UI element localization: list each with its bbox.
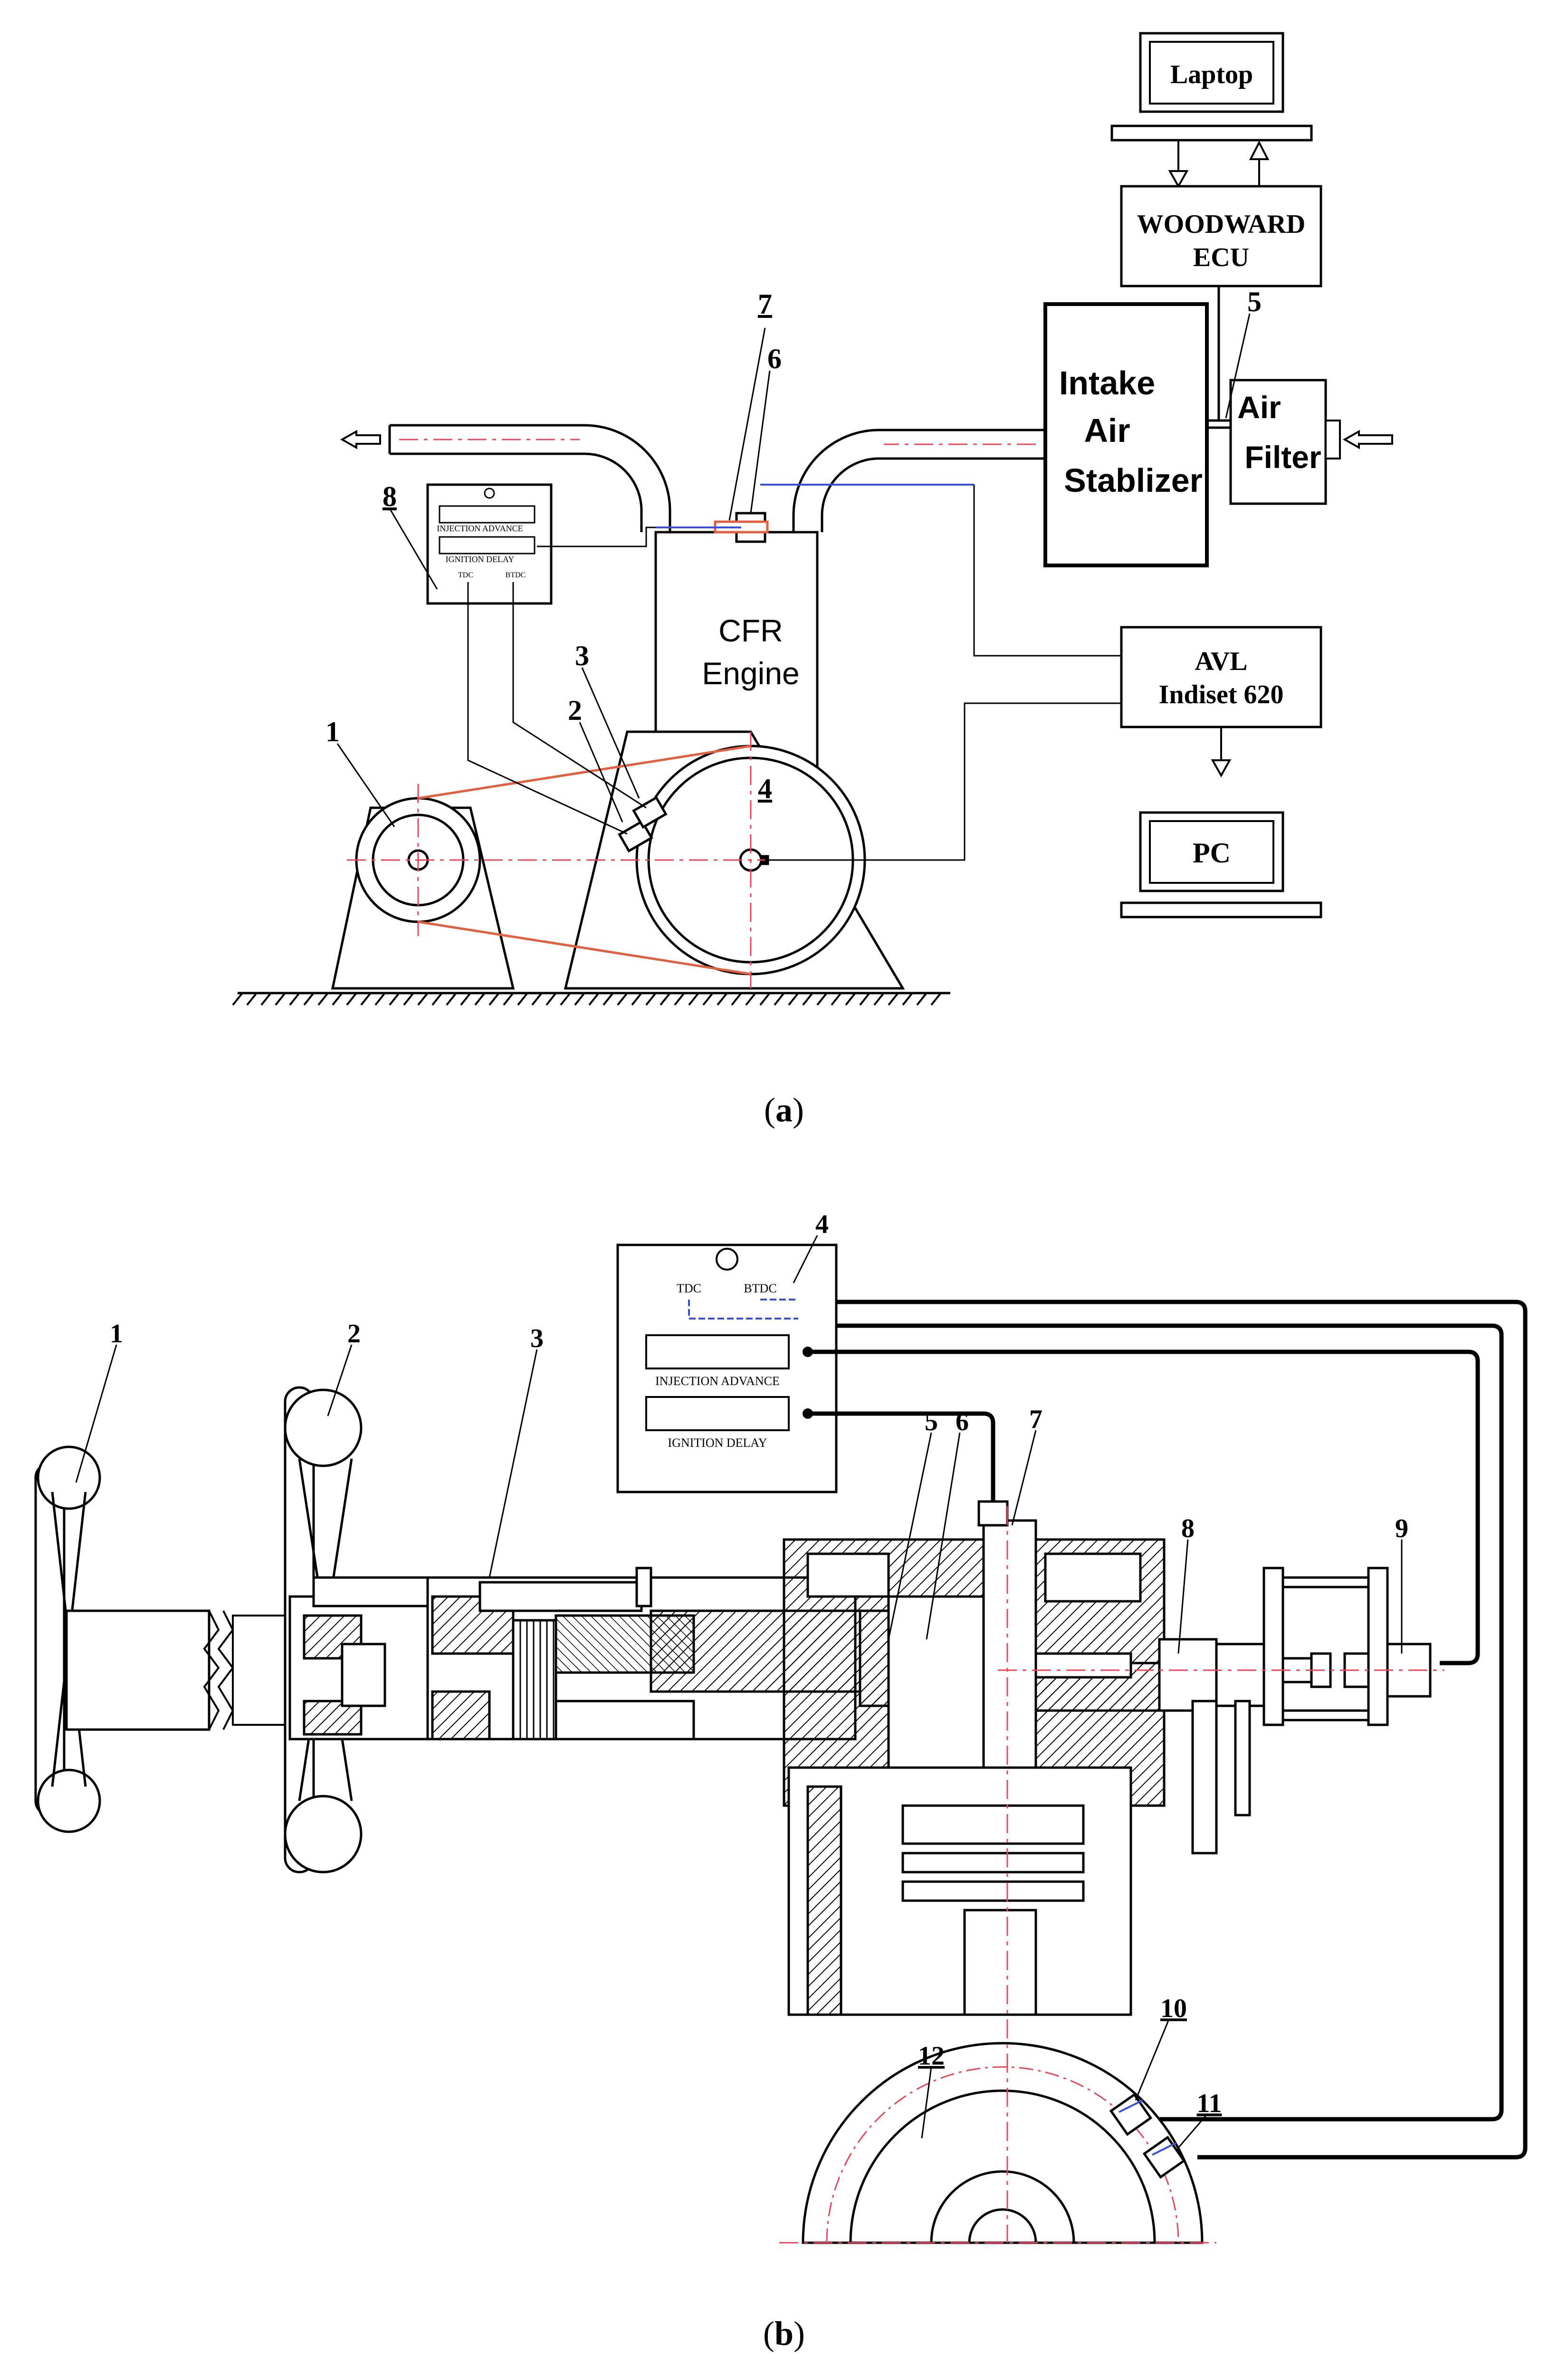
panel-a-btdc: BTDC (506, 571, 526, 579)
intake-label-line3: Stablizer (1064, 462, 1203, 499)
label-b-6: 6 (956, 1407, 969, 1436)
flywheel-12 (802, 2042, 1204, 2244)
label-b-9: 9 (1395, 1514, 1408, 1543)
injection-display-panel-a: INJECTION ADVANCE IGNITION DELAY TDC BTD… (426, 483, 553, 605)
label-b-2: 2 (347, 1319, 361, 1349)
intake-air-stabilizer-box: Intake Air Stablizer (1043, 302, 1209, 567)
label-b-3: 3 (530, 1324, 544, 1353)
label-b-7: 7 (1029, 1405, 1042, 1434)
caption-b: (b) (763, 2315, 805, 2353)
avl-label-line1: AVL (1195, 647, 1247, 676)
signal-wires-b (813, 1300, 1528, 2160)
caption-a: (a) (764, 1091, 804, 1129)
engine-label-line1: CFR (718, 613, 783, 648)
ecu-label-line1: WOODWARD (1137, 210, 1306, 239)
piston-cylinder (787, 1766, 1132, 2016)
engine-label-line2: Engine (702, 656, 800, 691)
woodward-ecu-box: WOODWARD ECU (1120, 185, 1322, 287)
center-lines-a (347, 732, 879, 988)
shaft-break (203, 1610, 291, 1730)
panel-b-text2: IGNITION DELAY (668, 1436, 767, 1450)
tdc-sensors-b (1109, 2093, 1186, 2179)
sensor-5-connector (1207, 286, 1231, 429)
motor-pulley (331, 797, 515, 990)
filter-label-line2: Filter (1244, 440, 1321, 475)
cfr-engine-block: CFR Engine (654, 531, 819, 771)
avl-pc-arrow (1211, 727, 1232, 778)
panel-a-text2: IGNITION DELAY (446, 555, 515, 564)
label-a-8: 8 (382, 481, 397, 512)
ecu-label-line2: ECU (1193, 243, 1249, 272)
label-a-4: 4 (758, 773, 772, 804)
handwheel-1 (34, 1445, 210, 1833)
air-filter-box: Air Filter (1229, 379, 1393, 505)
injector-sensor-head (656, 484, 974, 543)
figure-a: Laptop WOODWARD ECU Intake Air Stablizer… (232, 32, 1393, 1129)
label-b-1: 1 (110, 1319, 123, 1349)
right-fixture (1158, 1567, 1432, 1855)
pc-label: PC (1193, 837, 1231, 869)
panel-a-tdc: TDC (458, 571, 473, 579)
filter-label-line1: Air (1237, 390, 1281, 425)
exhaust-pipe (340, 424, 671, 532)
label-b-8: 8 (1181, 1514, 1195, 1543)
label-b-10: 10 (1160, 1994, 1187, 2023)
panel-b-btdc: BTDC (744, 1282, 776, 1295)
intake-pipe (792, 429, 1045, 532)
laptop-ecu-arrows (1168, 140, 1270, 189)
panel-a-text1: INJECTION ADVANCE (437, 524, 523, 533)
drive-belt (418, 745, 751, 976)
number-labels-a (336, 313, 1251, 827)
pc-icon: PC (1120, 811, 1322, 918)
injection-display-panel-b: TDC BTDC INJECTION ADVANCE IGNITION DELA… (616, 1243, 838, 1493)
label-a-5: 5 (1247, 286, 1262, 317)
label-a-3: 3 (575, 640, 589, 671)
intake-label-line1: Intake (1059, 364, 1155, 402)
label-a-6: 6 (767, 343, 782, 374)
ground-ticks (232, 992, 942, 1006)
number-labels-b (75, 1235, 1403, 2148)
laptop-label: Laptop (1170, 60, 1253, 89)
avl-indiset-box: AVL Indiset 620 (1120, 626, 1322, 728)
center-lines-b (779, 1506, 1444, 2244)
laptop-icon: Laptop (1110, 32, 1313, 142)
label-b-12: 12 (918, 2041, 945, 2071)
label-a-7: 7 (758, 288, 772, 320)
panel-b-text1: INJECTION ADVANCE (655, 1374, 780, 1388)
label-b-4: 4 (815, 1210, 829, 1239)
label-b-5: 5 (925, 1407, 938, 1436)
cylinder-head (783, 1500, 1166, 1807)
label-b-11: 11 (1197, 2089, 1222, 2118)
wiring-a (467, 485, 1121, 861)
panel-b-tdc: TDC (677, 1282, 701, 1295)
tdc-sensors-a (618, 796, 668, 853)
exhaust-arrow (340, 430, 381, 450)
air-inlet-arrow (1342, 430, 1393, 450)
figure-b: TDC BTDC INJECTION ADVANCE IGNITION DELA… (34, 1210, 1528, 2353)
intake-label-line2: Air (1084, 412, 1130, 449)
label-a-2: 2 (568, 695, 582, 726)
label-a-1: 1 (325, 716, 340, 747)
avl-label-line2: Indiset 620 (1159, 680, 1284, 709)
